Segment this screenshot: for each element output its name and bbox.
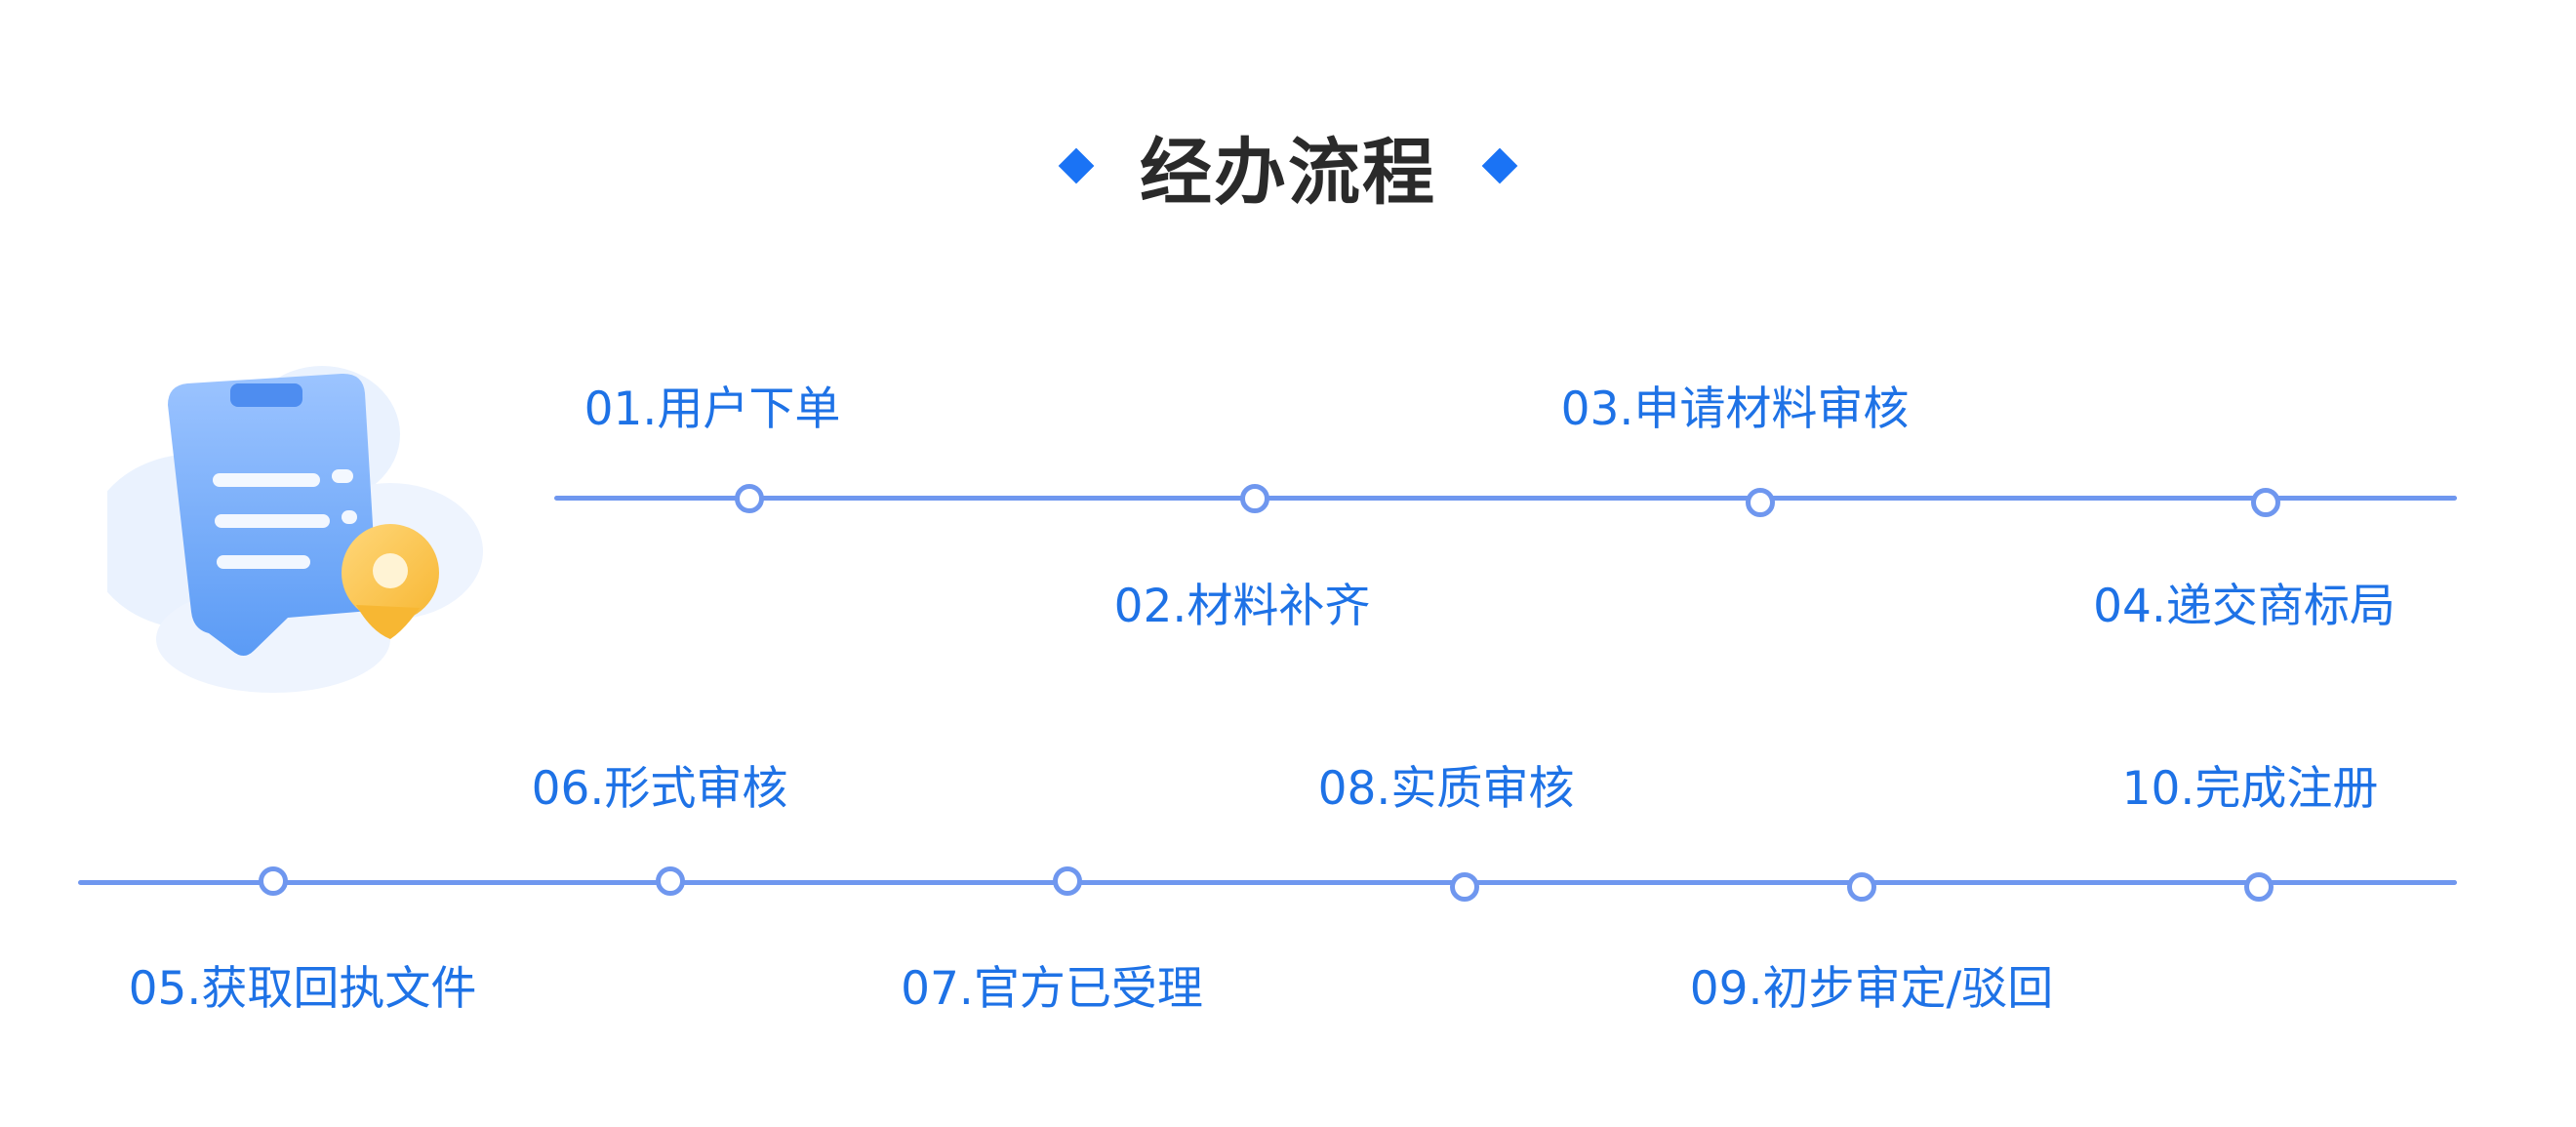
step-label-03: 03.申请材料审核 [1560, 382, 1910, 436]
step-node-06 [656, 866, 685, 896]
step-node-02 [1240, 484, 1269, 513]
step-node-03 [1746, 488, 1775, 517]
timeline-track-row2 [78, 880, 2457, 885]
step-label-02: 02.材料补齐 [1113, 580, 1371, 633]
diamond-left-icon [1058, 147, 1095, 184]
document-clipboard-icon [107, 366, 483, 693]
step-label-07: 07.官方已受理 [901, 962, 1203, 1016]
step-label-04: 04.递交商标局 [2093, 580, 2395, 633]
timeline-track-row1 [554, 496, 2457, 501]
page-title: 经办流程 [1140, 130, 1436, 215]
step-node-07 [1053, 866, 1082, 896]
step-node-08 [1450, 872, 1479, 902]
step-node-09 [1847, 872, 1876, 902]
step-label-05: 05.获取回执文件 [128, 962, 477, 1016]
section-header: 经办流程 [0, 112, 2576, 220]
step-label-09: 09.初步审定/驳回 [1689, 962, 2054, 1016]
step-label-08: 08.实质审核 [1317, 762, 1575, 816]
step-node-01 [735, 484, 764, 513]
step-node-10 [2244, 872, 2274, 902]
step-label-01: 01.用户下单 [584, 382, 841, 436]
step-node-04 [2251, 488, 2280, 517]
step-node-05 [259, 866, 288, 896]
diamond-right-icon [1481, 147, 1518, 184]
step-label-06: 06.形式审核 [531, 762, 788, 816]
step-label-10: 10.完成注册 [2121, 762, 2379, 816]
